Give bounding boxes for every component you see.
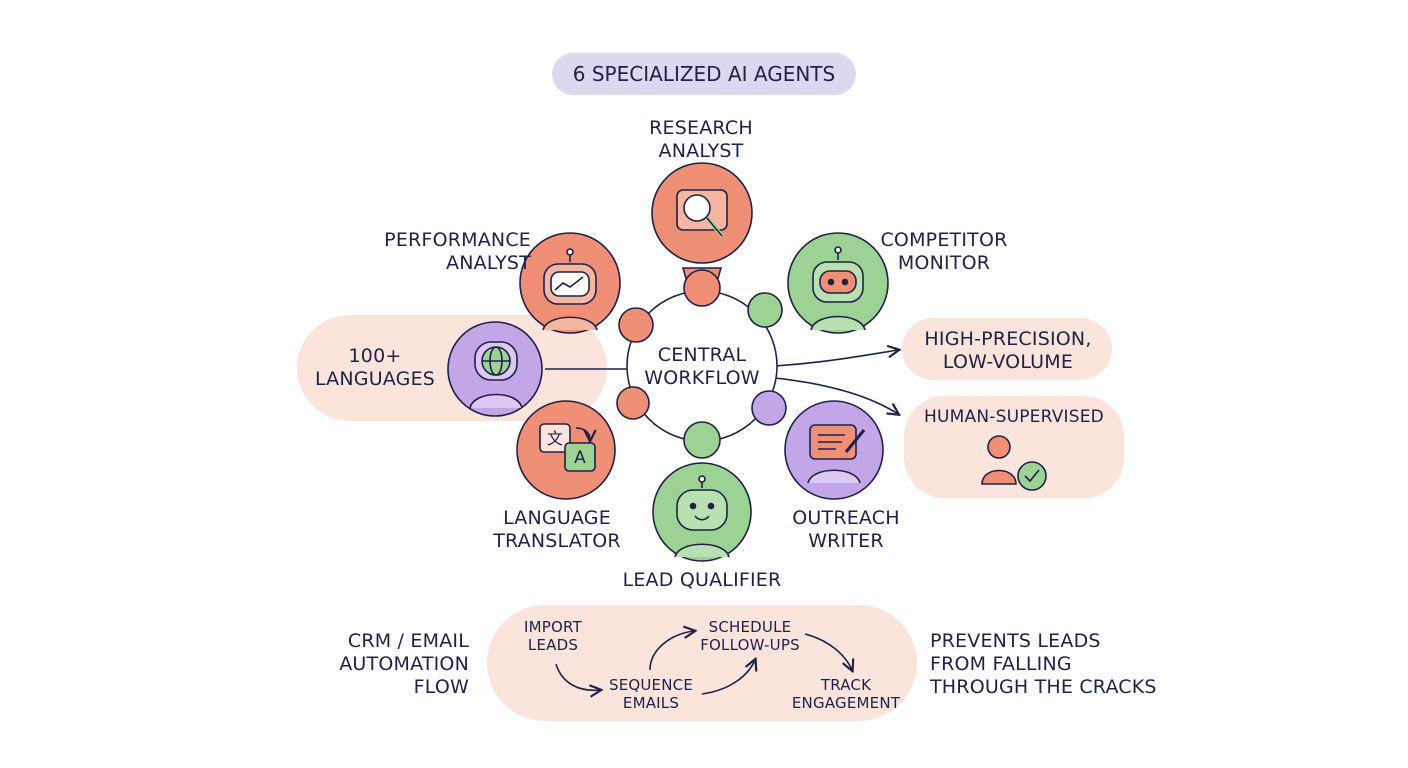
language-translator-label: LANGUAGE TRANSLATOR [493,507,621,553]
supervised-panel [904,396,1124,498]
page-title: 6 SPECIALIZED AI AGENTS [552,53,856,95]
svg-text:A: A [574,448,586,468]
languages-label: 100+ LANGUAGES [315,345,435,391]
crm-line1: CRM / EMAIL [347,630,469,652]
center-line1: CENTRAL [657,344,747,366]
note-line2: FROM FALLING [930,653,1072,675]
research-analyst-label: RESEARCH ANALYST [649,117,753,163]
language-line1: LANGUAGE [503,507,611,529]
competitor-line1: COMPETITOR [880,229,1008,251]
research-line2: ANALYST [658,140,744,162]
languages-line1: 100+ [348,345,402,367]
sequence-line1: SEQUENCE [608,676,694,694]
outreach-writer-label: OUTREACH WRITER [792,507,900,553]
outreach-line2: WRITER [808,530,884,552]
step-track-engagement: TRACK ENGAGEMENT [792,676,900,712]
competitor-line2: MONITOR [897,252,991,274]
performance-line1: PERFORMANCE [384,229,531,251]
languages-line2: LANGUAGES [314,368,436,390]
note-line1: PREVENTS LEADS [930,630,1101,652]
crm-line2: AUTOMATION [339,653,469,675]
outreach-line1: OUTREACH [792,507,900,529]
precision-line2: LOW-VOLUME [942,351,1074,373]
performance-analyst-label: PERFORMANCE ANALYST [384,229,531,275]
research-line1: RESEARCH [649,117,753,139]
performance-line2: ANALYST [446,252,531,274]
precision-line1: HIGH-PRECISION, [924,328,1092,350]
crm-note: PREVENTS LEADS FROM FALLING THROUGH THE … [930,630,1157,699]
competitor-monitor-label: COMPETITOR MONITOR [880,229,1007,275]
robot-icon [810,246,866,331]
sequence-line2: EMAILS [622,694,680,712]
import-line1: IMPORT [524,618,582,636]
step-import-leads: IMPORT LEADS [524,618,582,654]
title-text: 6 SPECIALIZED AI AGENTS [572,62,836,86]
lead-line1: LEAD QUALIFIER [622,569,782,591]
svg-text:文: 文 [547,429,563,448]
person-check-icon [981,435,1047,491]
step-sequence-emails: SEQUENCE EMAILS [609,676,693,712]
supervised-line1: HUMAN-SUPERVISED [924,407,1104,427]
lead-qualifier-label: LEAD QUALIFIER [623,569,782,592]
schedule-line1: SCHEDULE [708,618,792,636]
translate-icon: 文 A [539,423,595,472]
smile-robot-icon [674,475,730,558]
import-line2: LEADS [527,636,579,654]
precision-label: HIGH-PRECISION, LOW-VOLUME [924,328,1091,374]
crm-flow-label: CRM / EMAIL AUTOMATION FLOW [339,630,469,699]
central-workflow-label: CENTRAL WORKFLOW [644,344,760,390]
step-schedule-followups: SCHEDULE FOLLOW-UPS [700,618,800,654]
trend-robot-icon [542,248,598,331]
supervised-label: HUMAN-SUPERVISED [924,406,1104,429]
track-line2: ENGAGEMENT [791,694,901,712]
center-line2: WORKFLOW [644,367,760,389]
magnifier-icon [676,189,728,238]
writing-icon [807,424,866,484]
crm-line3: FLOW [413,676,469,698]
track-line1: TRACK [820,676,872,694]
schedule-line2: FOLLOW-UPS [700,636,800,654]
note-line3: THROUGH THE CRACKS [930,676,1157,698]
language-line2: TRANSLATOR [493,530,621,552]
globe-icon [469,341,523,409]
precision-panel [902,318,1112,380]
